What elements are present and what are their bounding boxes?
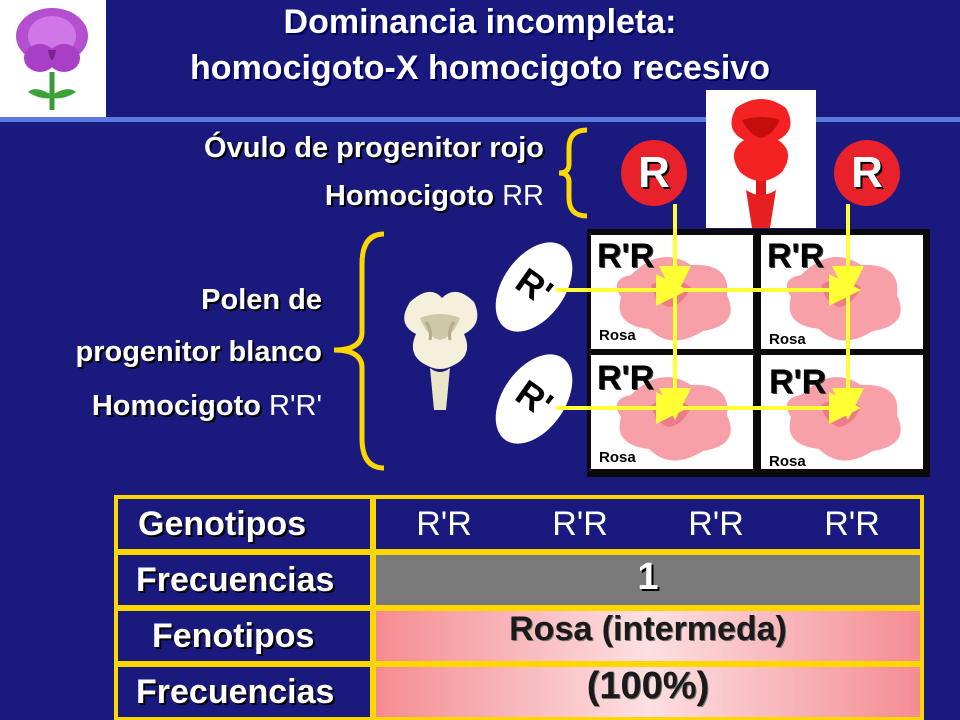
genotype-2: R'R <box>552 504 608 543</box>
punnett-cell-2-genotype: R'R <box>767 237 825 275</box>
female-genotype: RR <box>502 180 544 212</box>
freq2-label-cell: Frecuencias <box>118 667 370 717</box>
title-separator <box>0 117 960 122</box>
female-allele-2: R <box>834 140 900 206</box>
freq2-label: Frecuencias <box>136 673 335 711</box>
female-allele-1: R <box>621 140 687 206</box>
phenotype-value: Rosa (intermeda) <box>376 611 920 661</box>
red-snapdragon-icon <box>731 99 791 228</box>
female-brace-icon <box>558 127 588 219</box>
white-snapdragon-icon <box>404 291 478 410</box>
male-label-line1: Polen de <box>201 284 322 316</box>
female-homozygote-label: Homocigoto <box>324 180 495 212</box>
punnett-cell-1-genotype: R'R <box>597 237 655 275</box>
male-homozygote-label: Homocigoto <box>91 390 261 422</box>
title-line-2: homocigoto-X homocigoto recesivo <box>190 49 770 87</box>
sweet-pea-logo <box>0 0 106 118</box>
genotypes-label: Genotipos <box>138 505 307 543</box>
punnett-cell-2-phenotype: Rosa <box>769 331 806 348</box>
phenotypes-label-cell: Fenotipos <box>118 611 370 661</box>
phenotypes-label: Fenotipos <box>152 617 315 655</box>
genotypes-label-cell: Genotipos <box>118 499 370 549</box>
punnett-square: R'R Rosa R'R Rosa R'R Rosa R'R Rosa <box>587 229 930 477</box>
punnett-cell-4-phenotype: Rosa <box>769 453 806 469</box>
male-label-line2: progenitor blanco <box>75 336 323 368</box>
arrow-lines <box>556 204 864 424</box>
freq-label: Frecuencias <box>136 561 335 599</box>
freq2-value: (100%) <box>376 667 920 717</box>
title-line-1: Dominancia incompleta: <box>283 3 677 41</box>
female-label-line2: Homocigoto RR <box>100 180 544 213</box>
genotype-3: R'R <box>688 504 744 543</box>
female-label-line1: Óvulo de progenitor rojo <box>204 132 544 164</box>
red-flower-image <box>706 90 816 228</box>
punnett-cell-3-genotype: R'R <box>597 359 655 397</box>
genotype-4: R'R <box>824 504 880 543</box>
punnett-cell-3-phenotype: Rosa <box>599 449 636 466</box>
genotype-1: R'R <box>416 504 472 543</box>
violet-flower-icon <box>16 8 88 110</box>
punnett-cell-1-phenotype: Rosa <box>599 327 636 344</box>
genotypes-values: R'R R'R R'R R'R <box>376 499 920 549</box>
male-genotype: R'R' <box>269 390 322 422</box>
summary-table: Genotipos R'R R'R R'R R'R Frecuencias 1 … <box>114 495 924 720</box>
male-label-line3: Homocigoto R'R' <box>0 390 322 423</box>
male-brace-icon <box>333 231 385 471</box>
freq-value: 1 <box>376 555 920 605</box>
punnett-cell-4-genotype: R'R <box>769 363 827 401</box>
freq-label-cell: Frecuencias <box>118 555 370 605</box>
